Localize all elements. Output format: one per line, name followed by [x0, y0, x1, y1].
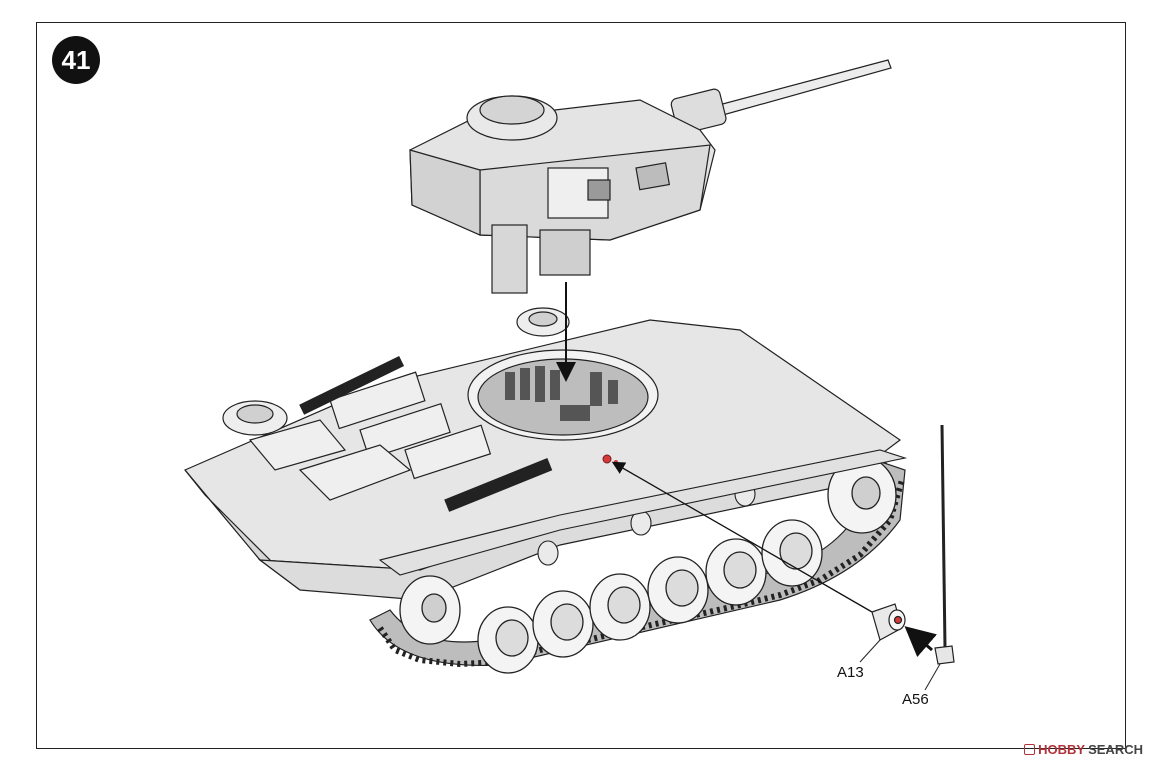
- road-wheel-2: [532, 590, 594, 658]
- turret-basket-interior: [505, 366, 618, 421]
- a56-insert-arrow: [904, 626, 937, 658]
- intake-grille-1: [299, 355, 405, 415]
- a13-leader-line: [611, 461, 873, 613]
- instruction-frame: [36, 22, 1126, 749]
- intake-grille-2: [444, 458, 553, 512]
- watermark: HOBBY SEARCH: [1024, 742, 1143, 757]
- road-wheel-6: [761, 519, 823, 587]
- turret-bustle: [409, 149, 481, 236]
- spare-wheels: [222, 307, 570, 436]
- tank-turret: [409, 59, 892, 294]
- part-label-a13: A13: [837, 664, 864, 681]
- engine-hatch-1: [329, 371, 426, 430]
- engine-hatch-2: [359, 402, 451, 460]
- antenna-mount-location: [602, 454, 612, 464]
- hull-rear: [184, 469, 301, 591]
- watermark-brand: HOBBY: [1038, 742, 1086, 757]
- road-wheels: [399, 456, 897, 674]
- turret-ring: [467, 349, 659, 441]
- drive-sprocket: [827, 456, 897, 534]
- step-number-badge: 41: [52, 36, 100, 84]
- engine-hatch-3: [404, 424, 492, 480]
- turret-basket: [491, 224, 528, 294]
- main-gun-barrel: [699, 59, 892, 121]
- watermark-logo-icon: [1024, 744, 1036, 755]
- vision-port: [635, 162, 671, 191]
- road-wheel-3: [589, 573, 651, 641]
- part-a13: [859, 603, 906, 663]
- step-number: 41: [61, 44, 91, 75]
- part-label-a56: A56: [902, 691, 929, 708]
- watermark-search: SEARCH: [1088, 742, 1143, 757]
- rear-stowage-lid: [298, 444, 412, 501]
- left-fender: [378, 449, 908, 576]
- rear-stowage-box: [248, 419, 347, 471]
- turret-ring-inner: [477, 358, 649, 436]
- road-wheel-5: [705, 538, 767, 606]
- road-wheel-4: [647, 556, 709, 624]
- road-wheel-1: [477, 606, 539, 674]
- idler-wheel: [399, 575, 461, 645]
- part-a56-antenna: [924, 424, 955, 691]
